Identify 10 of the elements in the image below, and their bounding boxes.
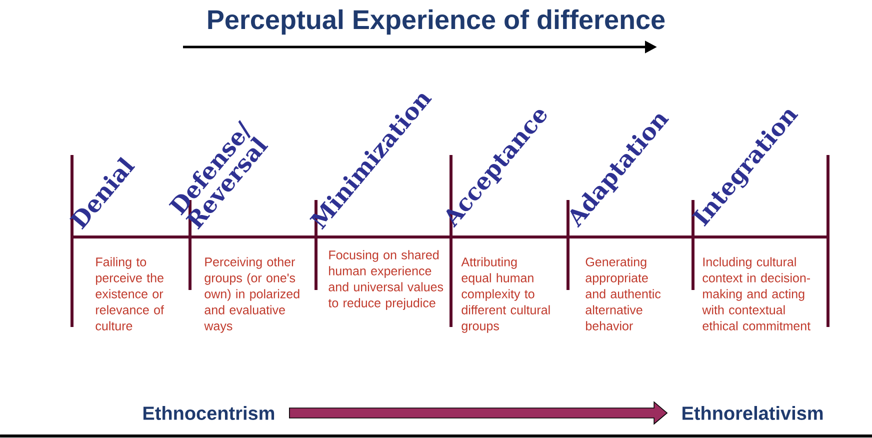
stage-group-label: Ethnocentrism bbox=[143, 406, 274, 420]
stage-description: Perceiving other groups (or one's own) in polarized and evaluative ways bbox=[204, 257, 300, 333]
stage-description: Including cultural context in decision-making and acting with contextual ethical commitment bbox=[702, 257, 810, 330]
title: Perceptual Experience of difference bbox=[208, 9, 665, 35]
stage-description: Focusing on shared human experience and universal values to reduce prejudice bbox=[328, 250, 444, 310]
stage-description: Generating appropriate and authentic alternative behavior bbox=[586, 257, 661, 330]
stage-description: Failing to perceive the existence or relevance of culture bbox=[96, 257, 164, 330]
stage-description: Attributing equal human complexity to different cultural groups bbox=[461, 257, 550, 333]
stage-group-label: Ethnorelativism bbox=[682, 406, 823, 420]
block-arrow bbox=[289, 401, 668, 425]
